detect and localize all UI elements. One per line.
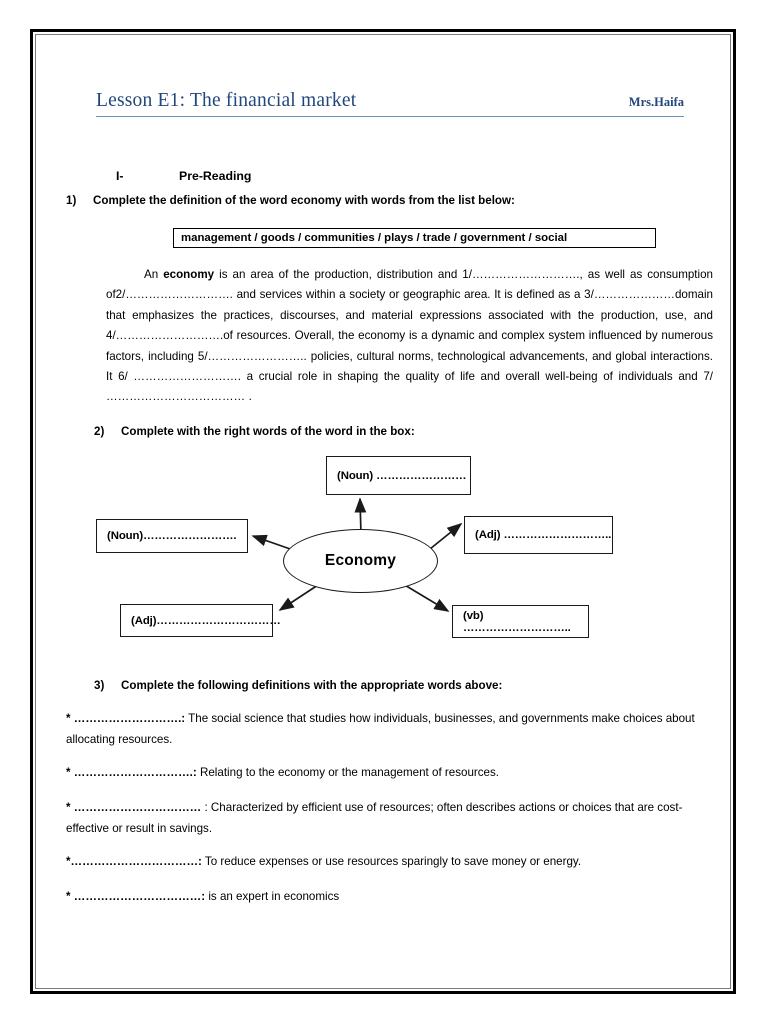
document-header: Lesson E1: The financial market Mrs.Haif… — [96, 90, 684, 117]
diagram-center-oval: Economy — [283, 529, 438, 593]
task-label-3: Complete the following definitions with … — [121, 679, 503, 692]
definition-item-3: * …………………………… : Characterized by efficie… — [66, 797, 714, 839]
diagram-box-left[interactable]: (Noun)……………………. — [96, 519, 248, 553]
definition-text-2: Relating to the economy or the managemen… — [196, 766, 500, 779]
page-border-inner: Lesson E1: The financial market Mrs.Haif… — [35, 34, 731, 989]
diagram-box-right[interactable]: (Adj) ……………………….. — [464, 516, 613, 554]
definition-text-5: is an expert in economics — [205, 890, 340, 903]
section-label: Pre-Reading — [179, 169, 252, 183]
definition-paragraph: An economy is an area of the production,… — [106, 265, 713, 408]
diagram-box-top[interactable]: (Noun) …………………… — [326, 456, 471, 495]
task-heading-1: 1) Complete the definition of the word e… — [66, 194, 515, 207]
task-number-3: 3) — [94, 679, 105, 692]
definition-item-1: * ……………………….: The social science that st… — [66, 708, 714, 750]
definition-item-2: * ………………………….: Relating to the economy o… — [66, 762, 714, 783]
section-numeral: I- — [116, 169, 124, 183]
definition-blank-3: * …………………………… — [66, 801, 202, 814]
diagram-box-bottom-left[interactable]: (Adj)…………………………… — [120, 604, 281, 637]
paragraph-part-2: is an area of the production, distributi… — [106, 268, 713, 404]
diagram-box-left-label: (Noun)……………………. — [107, 530, 237, 542]
diagram-box-bottom-right-label: (vb) ……………………….. — [463, 609, 571, 634]
diagram-box-bottom-right[interactable]: (vb) ……………………….. — [452, 605, 589, 638]
definition-blank-2: * ………………………….: — [66, 766, 197, 779]
page-border-outer: Lesson E1: The financial market Mrs.Haif… — [30, 29, 736, 994]
task-label-2: Complete with the right words of the wor… — [121, 425, 415, 438]
definition-item-4: *……………………………: To reduce expenses or use … — [66, 851, 714, 872]
definition-blank-1: * ……………………….: — [66, 712, 186, 725]
definition-item-5: * ……………………………: is an expert in economics — [66, 886, 714, 907]
paragraph-part-1: An — [144, 268, 164, 281]
definition-blank-5: * ……………………………: — [66, 890, 206, 903]
task-heading-3: 3) Complete the following definitions wi… — [94, 679, 502, 692]
word-bank-text: management / goods / communities / plays… — [181, 232, 568, 244]
diagram-center-label: Economy — [324, 552, 397, 569]
definition-text-3: : Characterized by efficient use of reso… — [66, 801, 683, 835]
diagram-box-right-label: (Adj) ……………………….. — [475, 529, 612, 541]
task-heading-2: 2) Complete with the right words of the … — [94, 425, 415, 438]
definition-blank-4: *……………………………: — [66, 855, 202, 868]
word-bank-box: management / goods / communities / plays… — [173, 228, 656, 248]
arrow-to-bottom-right-box — [402, 583, 450, 612]
section-heading-pre-reading: I- Pre-Reading — [116, 169, 251, 183]
task-number-2: 2) — [94, 425, 105, 438]
definition-text-1: The social science that studies how indi… — [66, 712, 695, 746]
diagram-box-bottom-left-label: (Adj)…………………………… — [131, 614, 281, 627]
document-content: Lesson E1: The financial market Mrs.Haif… — [36, 35, 736, 994]
task-label-1: Complete the definition of the word econ… — [93, 194, 515, 207]
paragraph-bold-economy: economy — [163, 268, 215, 281]
author-label: Mrs.Haifa — [628, 95, 684, 109]
definition-text-4: To reduce expenses or use resources spar… — [201, 855, 582, 868]
page-title: Lesson E1: The financial market — [96, 90, 357, 111]
diagram-box-top-label: (Noun) …………………… — [337, 469, 467, 482]
task-number-1: 1) — [66, 194, 77, 207]
